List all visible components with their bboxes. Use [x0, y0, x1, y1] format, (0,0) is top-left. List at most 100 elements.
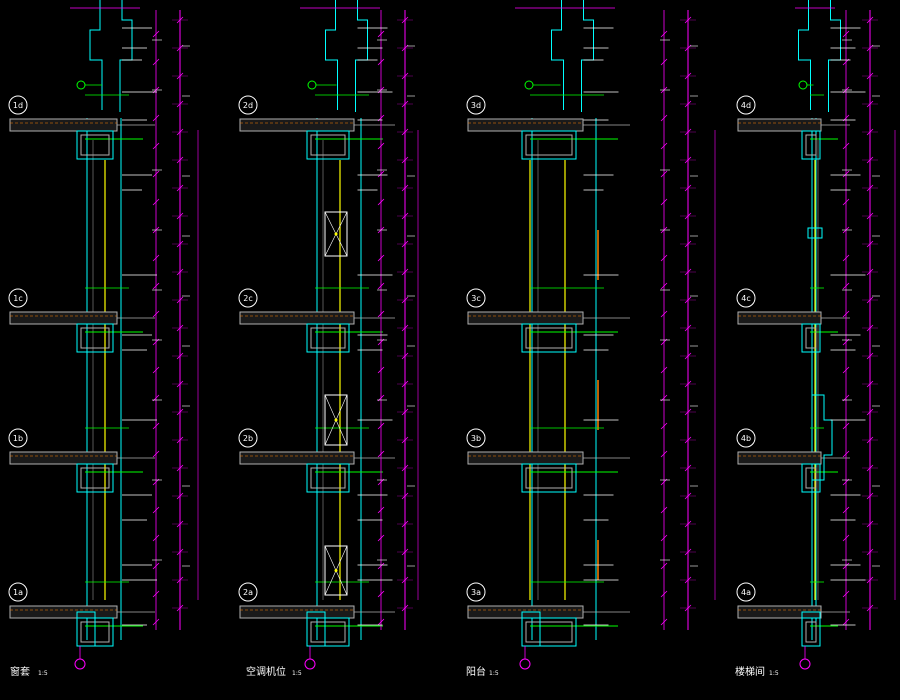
floor-slab — [239, 451, 355, 465]
beam-inner — [525, 621, 573, 643]
beam-inner — [310, 621, 346, 643]
level-label: 1b — [13, 434, 23, 443]
level-label: 2a — [243, 588, 253, 597]
floor-slab — [467, 311, 584, 325]
dimension-tick — [377, 142, 385, 150]
level-balloon — [466, 582, 486, 602]
level-balloon — [736, 95, 756, 115]
dimension-tick — [152, 142, 160, 150]
beam-inner — [805, 327, 817, 349]
level-balloon — [8, 428, 28, 448]
beam-outline — [801, 130, 821, 160]
dimension-tick — [660, 366, 668, 374]
dimension-tick — [152, 506, 160, 514]
floor-slab — [239, 605, 355, 619]
parapet-profile — [551, 0, 594, 112]
level-label: 1c — [13, 294, 23, 303]
dimension-tick — [660, 114, 668, 122]
section-title-4: 楼梯间 — [735, 665, 765, 678]
dimension-tick — [152, 170, 160, 178]
level-balloon — [238, 288, 258, 308]
dimension-tick — [660, 58, 668, 66]
dimension-tick — [842, 534, 850, 542]
level-balloon — [736, 288, 756, 308]
level-label: 4b — [741, 434, 751, 443]
ac-louver-box — [324, 211, 348, 257]
dimension-tick — [660, 170, 668, 178]
ac-marker — [334, 418, 338, 422]
level-label: 3c — [471, 294, 481, 303]
level-balloon — [238, 582, 258, 602]
beam-outline — [306, 463, 350, 493]
section-scale-4: 1:5 — [769, 670, 779, 677]
foundation-stub — [521, 611, 541, 647]
floor-slab — [737, 451, 822, 465]
floor-slab — [467, 451, 584, 465]
level-balloon — [8, 288, 28, 308]
dimension-tick — [660, 590, 668, 598]
dimension-tick — [842, 170, 850, 178]
dimension-tick — [842, 506, 850, 514]
dimension-tick — [152, 534, 160, 542]
parapet-profile — [798, 0, 841, 112]
floor-slab — [239, 118, 355, 132]
dimension-tick — [842, 562, 850, 570]
level-balloon — [238, 428, 258, 448]
beam-inner — [525, 134, 573, 156]
dimension-tick — [377, 170, 385, 178]
level-balloon — [8, 95, 28, 115]
level-label: 3d — [471, 101, 481, 110]
beam-inner — [525, 467, 573, 489]
beam-inner — [310, 327, 346, 349]
foundation-stub — [801, 611, 821, 647]
floor-slab — [9, 605, 118, 619]
dimension-tick — [660, 450, 668, 458]
dimension-tick — [842, 254, 850, 262]
floor-slab — [737, 311, 822, 325]
dimension-tick — [377, 450, 385, 458]
level-balloon — [466, 428, 486, 448]
dimension-tick — [377, 254, 385, 262]
beam-inner — [80, 327, 110, 349]
beam-outline — [306, 323, 350, 353]
floor-slab — [467, 118, 584, 132]
level-label: 3a — [471, 588, 481, 597]
dimension-tick — [660, 534, 668, 542]
floor-slab — [239, 311, 355, 325]
level-label: 1d — [13, 101, 23, 110]
beam-inner — [805, 621, 817, 643]
dimension-tick — [660, 506, 668, 514]
dimension-tick — [660, 30, 668, 38]
dimension-tick — [152, 282, 160, 290]
level-balloon — [8, 582, 28, 602]
dimension-tick — [377, 30, 385, 38]
beam-outline — [76, 323, 114, 353]
section-scale-1: 1:5 — [38, 670, 48, 677]
level-label: 4d — [741, 101, 751, 110]
dimension-tick — [842, 310, 850, 318]
beam-outline — [521, 130, 577, 160]
level-balloon — [238, 95, 258, 115]
level-label: 3b — [471, 434, 481, 443]
dimension-tick — [152, 562, 160, 570]
beam-outline — [306, 130, 350, 160]
dimension-tick — [377, 618, 385, 626]
beam-inner — [805, 134, 817, 156]
dimension-tick — [152, 30, 160, 38]
beam-outline — [76, 463, 114, 493]
section-title-3: 阳台 — [466, 665, 486, 678]
section-title-1: 窗套 — [10, 665, 30, 678]
level-balloon — [736, 582, 756, 602]
dimension-tick — [152, 198, 160, 206]
dimension-tick — [152, 450, 160, 458]
dimension-tick — [842, 366, 850, 374]
level-label: 4a — [741, 588, 751, 597]
dimension-tick — [842, 282, 850, 290]
dimension-tick — [377, 422, 385, 430]
beam-outline — [801, 323, 821, 353]
